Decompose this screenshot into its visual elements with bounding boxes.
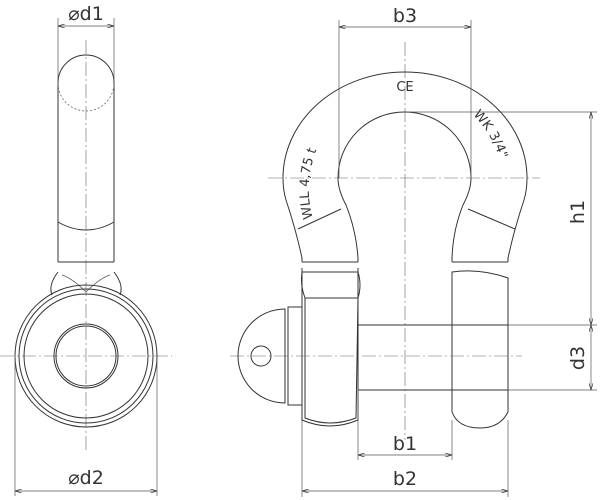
leg-section-lower [451, 389, 509, 429]
dimension-label-d3: d3 [567, 346, 589, 370]
pin-head-flange [287, 306, 303, 406]
front-view: CE WLL 4,75 t WK 3/4" b3 h1 d3 [230, 5, 597, 497]
pin-hole [53, 323, 119, 389]
size-marking: WK 3/4" [470, 107, 510, 160]
dimension-label-d1: ⌀d1 [68, 3, 104, 25]
bow-outer [282, 71, 528, 262]
pin-body-front [357, 324, 509, 391]
dimension-label-h1: h1 [567, 200, 589, 224]
dimension-label-d2: ⌀d2 [68, 467, 104, 489]
pin-band [57, 221, 115, 231]
nut-body [304, 297, 359, 424]
dimension-label-b1: b1 [393, 433, 417, 455]
side-view: ⌀d1 ⌀d2 [0, 3, 172, 496]
wll-marking: WLL 4,75 t [298, 146, 321, 221]
nut-collar [300, 271, 361, 299]
ce-mark: CE [396, 80, 413, 95]
bow-inner [337, 111, 472, 262]
dimension-label-b3: b3 [393, 5, 417, 27]
leg-section-upper [451, 270, 509, 326]
pin-body-side [57, 54, 115, 262]
pin-head-hole [250, 345, 272, 367]
dimension-label-b2: b2 [393, 468, 417, 490]
pin-head [237, 308, 286, 404]
